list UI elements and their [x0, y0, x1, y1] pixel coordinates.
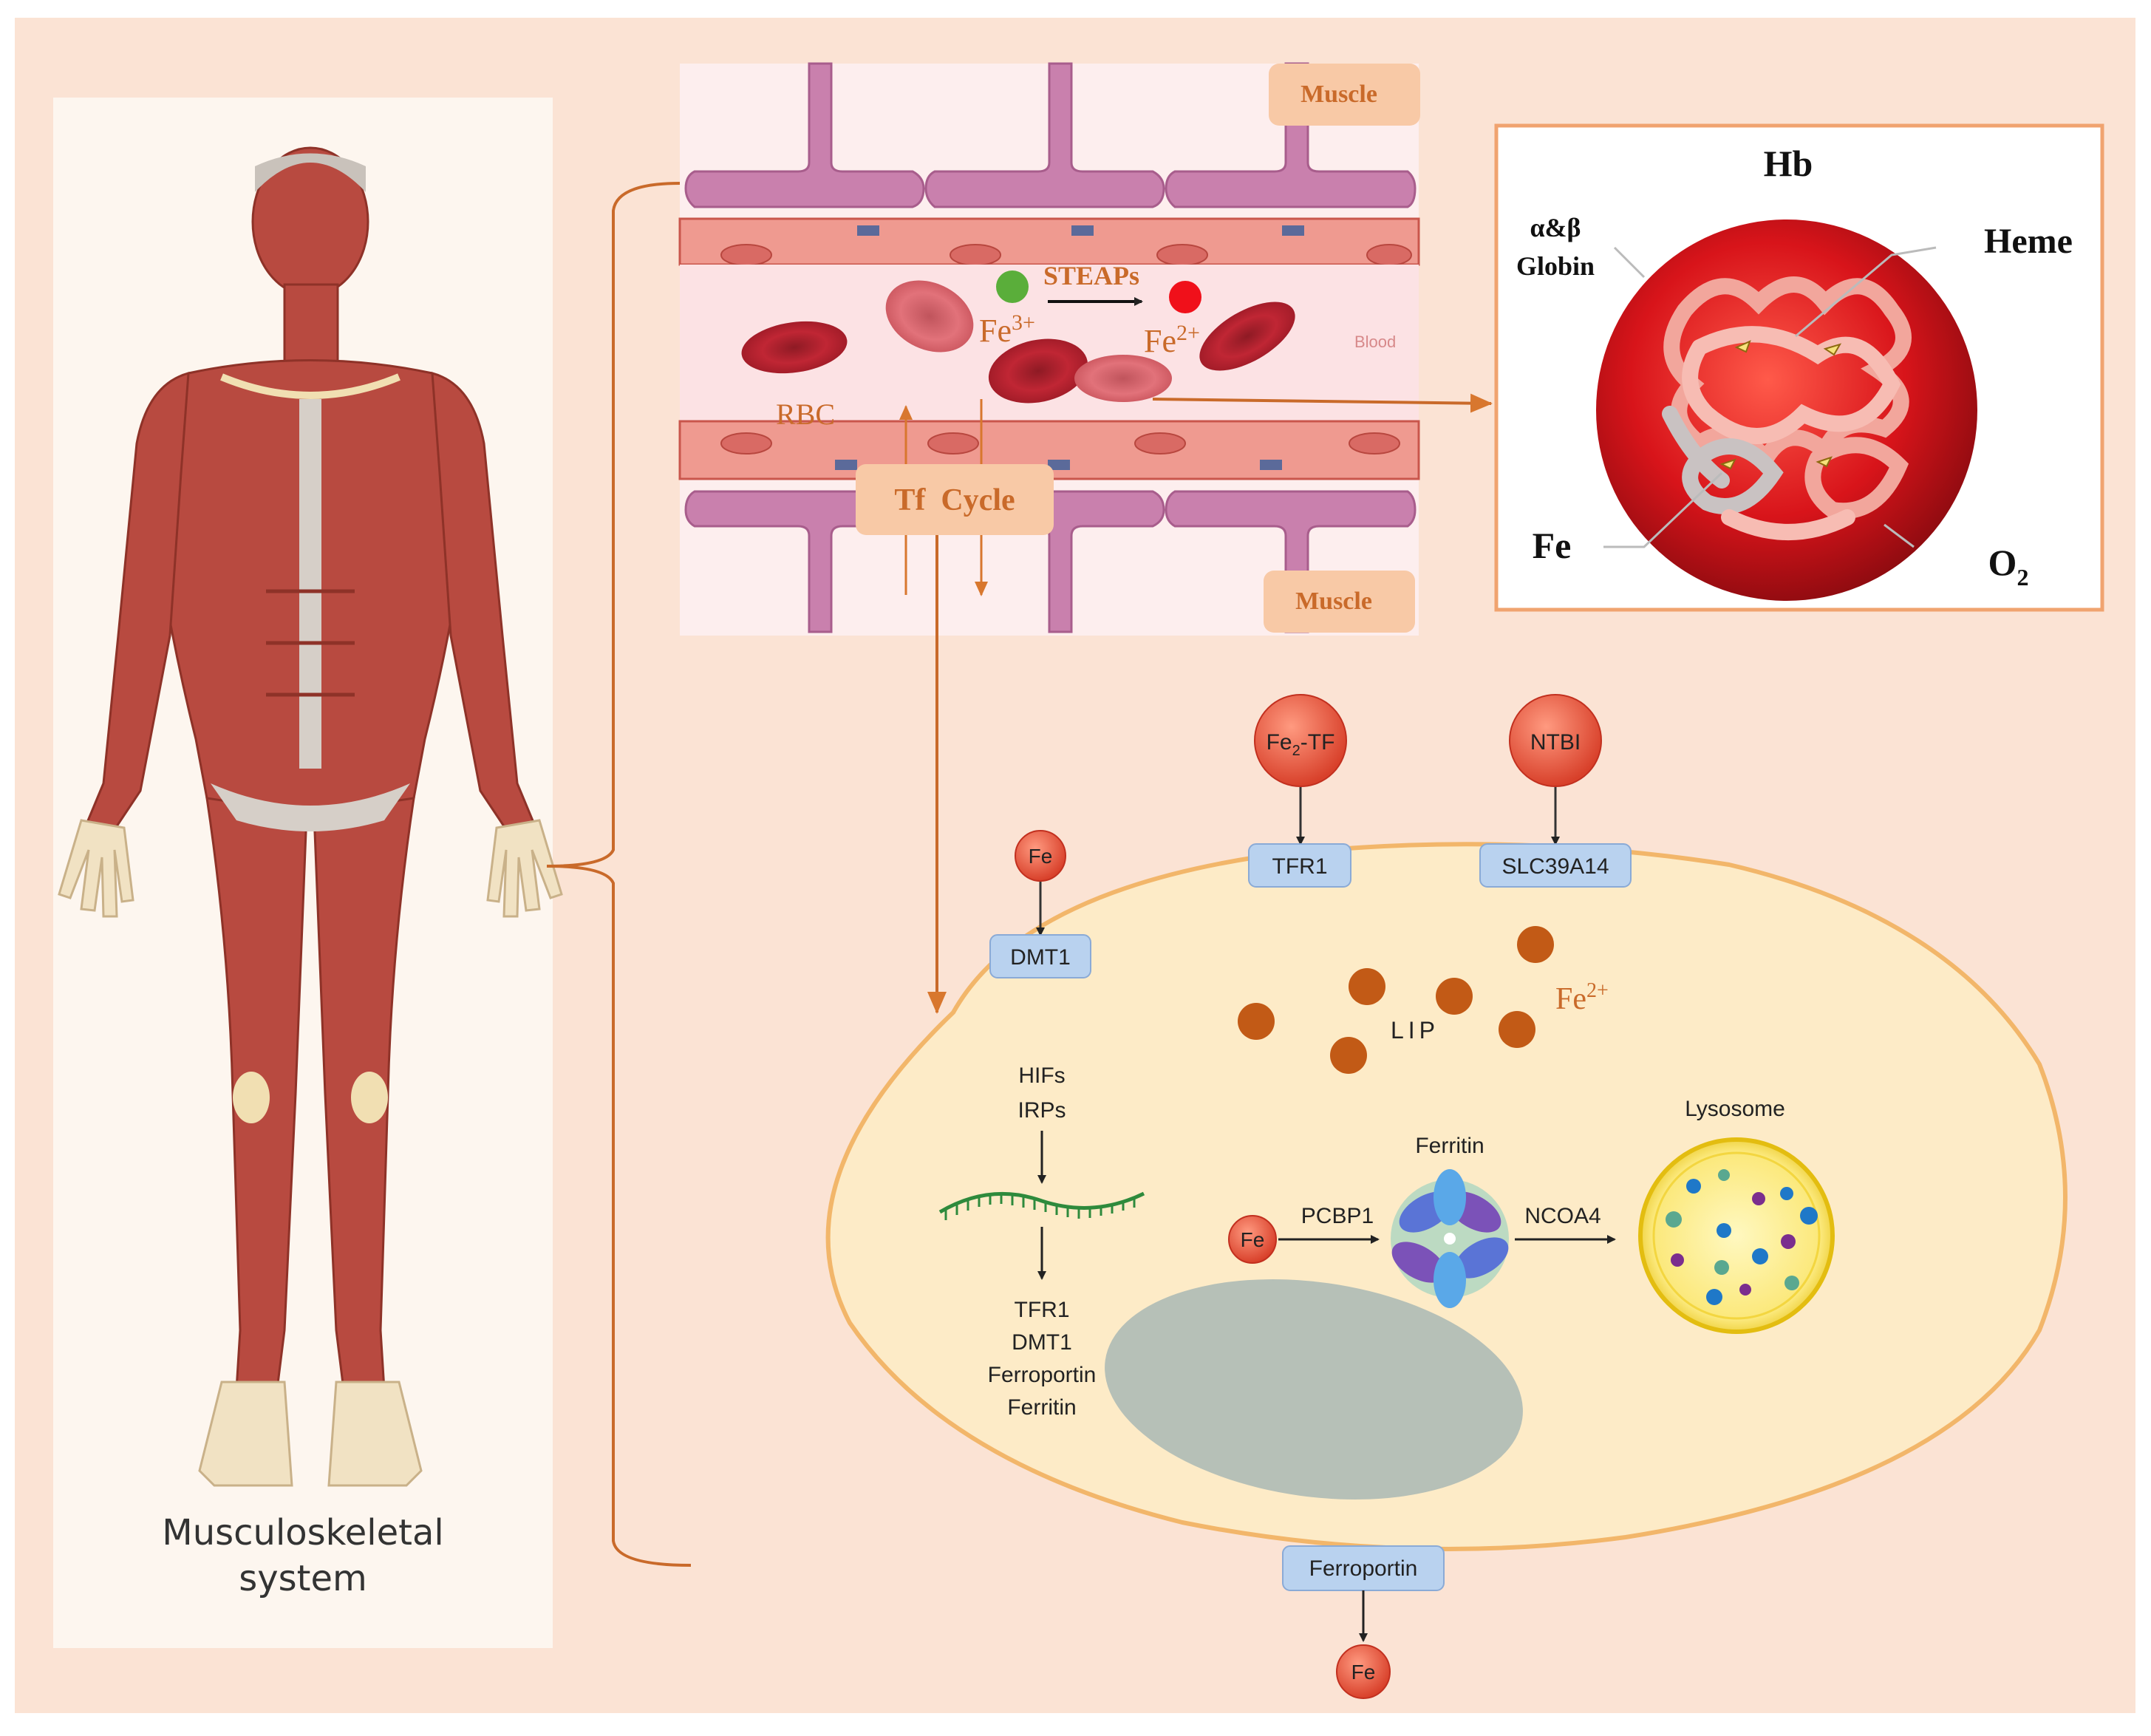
blood-vessel-panel: STEAPs Fe3+ Fe2+ Blood RBC Muscle Muscle… — [678, 62, 1420, 636]
fe2-label: Fe2+ — [1144, 321, 1200, 359]
endothelial-nuclei-bottom — [720, 432, 1400, 455]
globin-chains — [1662, 276, 1912, 540]
human-body-illustration — [58, 146, 563, 1487]
tight-junctions — [835, 225, 1304, 470]
pcbp1-label: PCBP1 — [1301, 1204, 1374, 1228]
fe2tf-sphere — [1254, 694, 1347, 787]
fe-pcbp-label: Fe — [1241, 1228, 1265, 1251]
target-gene: DMT1 — [1012, 1330, 1072, 1355]
body-caption-line2: system — [239, 1558, 367, 1599]
tfr1-receptor-box — [1248, 843, 1351, 888]
ntbi-label: NTBI — [1530, 730, 1581, 755]
hemoglobin-panel: Hb α&β Globin Heme Fe O2 — [1494, 123, 2104, 612]
o2-label: O2 — [1988, 542, 2029, 590]
rbc-to-hb-arrow — [1152, 393, 1493, 413]
tf-cycle-label: Tf Cycle — [894, 483, 1015, 517]
nucleus — [1105, 1279, 1523, 1500]
endothelial-nuclei-top — [720, 244, 1412, 266]
bracket-to-vessel — [546, 182, 681, 868]
fe3-label: Fe3+ — [979, 310, 1035, 349]
ferroportin-label: Ferroportin — [1309, 1556, 1418, 1581]
lip-label: LIP — [1391, 1017, 1439, 1044]
fe-pcbp-sphere — [1228, 1215, 1277, 1264]
slc-box — [1479, 843, 1632, 888]
fe-out-label: Fe — [1351, 1661, 1376, 1684]
lysosome-label: Lysosome — [1685, 1097, 1785, 1121]
hb-title: Hb — [1764, 143, 1813, 184]
fe3-sphere — [996, 270, 1029, 303]
fe-out-sphere — [1336, 1644, 1391, 1699]
target-gene: Ferroportin — [988, 1363, 1097, 1387]
blood-label: Blood — [1354, 333, 1396, 351]
heme-label: Heme — [1984, 222, 2073, 261]
red-blood-cells — [741, 280, 1295, 404]
muscle-top-box — [1269, 64, 1420, 126]
tf-cycle-box — [856, 464, 1054, 535]
lip-iron-dots — [1238, 926, 1554, 1074]
fe-dmt1-label: Fe — [1029, 845, 1053, 868]
fe2-sphere — [1169, 281, 1201, 313]
ncoa4-label: NCOA4 — [1524, 1204, 1601, 1228]
muscle-fibers-top — [684, 62, 1417, 208]
irps-label: IRPs — [1017, 1098, 1066, 1123]
heme-groups — [1719, 340, 1842, 470]
dmt1-box — [989, 934, 1091, 978]
musculoskeletal-panel: Musculoskeletal system — [53, 98, 563, 1648]
fe2tf-label: Fe2-TF — [1267, 730, 1335, 759]
target-genes-list: TFR1 DMT1 Ferroportin Ferritin — [988, 1298, 1097, 1420]
muscle-bottom-label: Muscle — [1295, 588, 1372, 615]
mrna-strand — [938, 1191, 1145, 1220]
muscle-top-label: Muscle — [1301, 81, 1377, 108]
cell-panel: Fe2-TF TFR1 NTBI SLC39A14 Fe DMT1 LIP Fe… — [825, 694, 2068, 1699]
dmt1-label: DMT1 — [1010, 945, 1071, 970]
muscle-bottom-box — [1264, 571, 1415, 633]
hb-sphere — [1596, 219, 1977, 601]
lysosome-granules — [1666, 1169, 1818, 1305]
target-gene: Ferritin — [1007, 1395, 1076, 1420]
rbc-label: RBC — [776, 398, 835, 431]
globin-label-line1: α&β — [1530, 213, 1581, 242]
ntbi-sphere — [1509, 694, 1602, 787]
bracket-to-cell — [546, 865, 692, 1567]
ferritin-complex — [1391, 1169, 1509, 1308]
body-caption-line1: Musculoskeletal — [162, 1512, 443, 1553]
endothelium-top — [678, 217, 1420, 266]
fe-dmt1-sphere — [1015, 830, 1066, 882]
fe-label: Fe — [1533, 525, 1572, 566]
target-gene: TFR1 — [1015, 1298, 1070, 1322]
steaps-label: STEAPs — [1043, 261, 1139, 290]
hb-leader-lines — [1603, 246, 1937, 548]
tfr1-receptor-label: TFR1 — [1272, 854, 1328, 879]
lip-fe2-label: Fe2+ — [1555, 979, 1609, 1016]
ferritin-label: Ferritin — [1415, 1134, 1484, 1158]
hifs-label: HIFs — [1018, 1063, 1065, 1088]
globin-label-line2: Globin — [1516, 251, 1595, 281]
slc-label: SLC39A14 — [1501, 854, 1609, 879]
lysosome — [1638, 1137, 1835, 1334]
